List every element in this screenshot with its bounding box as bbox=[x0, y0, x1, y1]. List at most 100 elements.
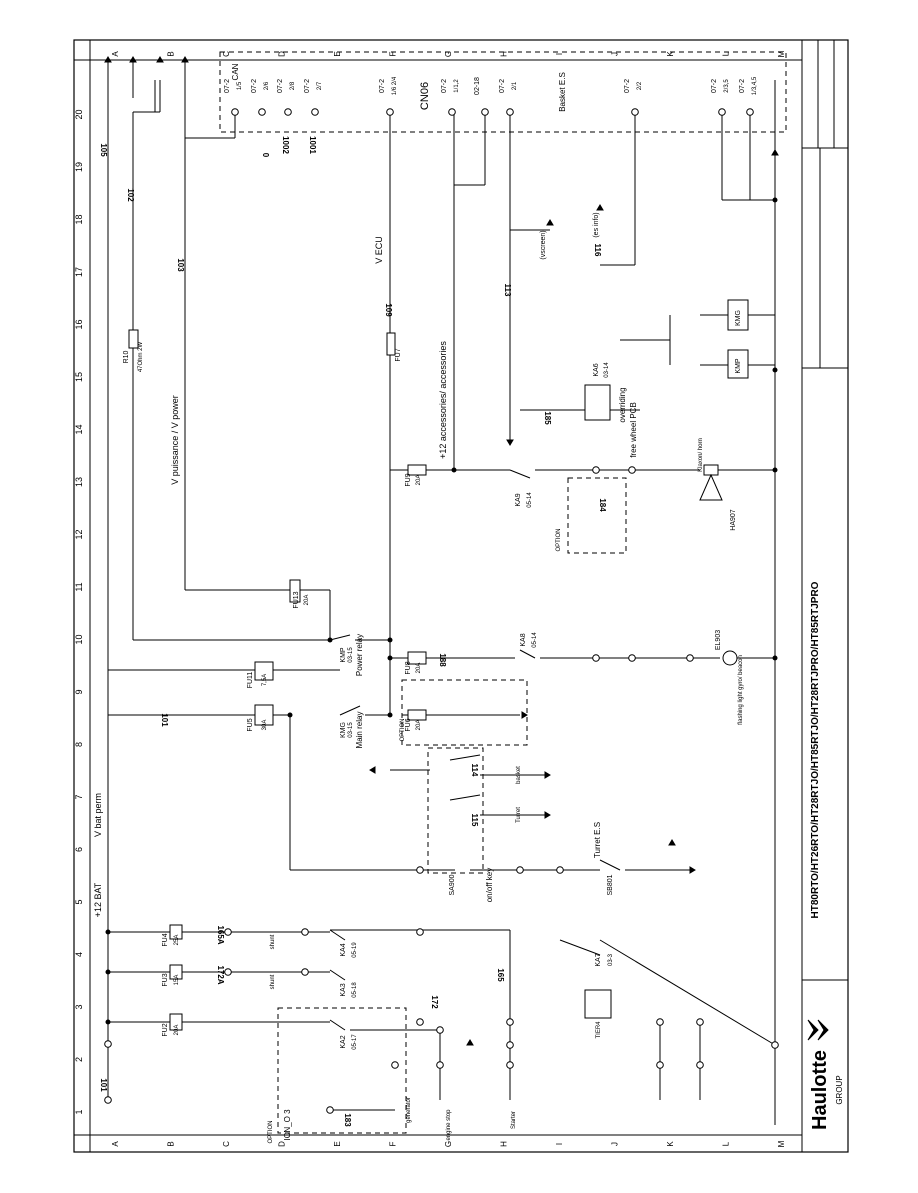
grid-row-C-top: C bbox=[222, 51, 231, 57]
ka8-label: KA8 bbox=[520, 633, 527, 646]
key-switch-box bbox=[427, 747, 484, 874]
sb801-switch bbox=[599, 859, 621, 871]
kmg-ref: 03-15 bbox=[348, 722, 354, 738]
fu4-label: FU4 bbox=[162, 933, 169, 946]
can-terminal bbox=[258, 108, 266, 116]
grid-row-H-top: H bbox=[500, 51, 509, 57]
can-terminal bbox=[506, 108, 514, 116]
can-terminal bbox=[481, 108, 489, 116]
models-title: HT80RTO/HT26RTO/HT28RTJO/HT85RTJO/HT28RT… bbox=[810, 581, 821, 918]
can-connector-ref: 07-2 bbox=[277, 79, 284, 93]
grid-col-9: 9 bbox=[74, 689, 84, 694]
engine-stop-label: engine stop bbox=[446, 1109, 452, 1141]
junction-dot bbox=[451, 467, 457, 473]
option-label-1: OPTION bbox=[556, 528, 562, 551]
can-bus-box bbox=[219, 51, 787, 133]
cn06-label: CN06 bbox=[419, 82, 431, 110]
vpuissance-label: V puissance / V power bbox=[170, 395, 180, 485]
terminal-j1-7 bbox=[656, 1018, 664, 1026]
grid-col-5: 5 bbox=[74, 899, 84, 904]
junction-dot bbox=[772, 655, 778, 661]
sa900-desc: on/off key bbox=[485, 868, 494, 903]
ha907-desc: Klaxon/ horn bbox=[698, 438, 704, 472]
ka8-switch bbox=[519, 649, 536, 659]
fuse-fu9 bbox=[407, 464, 427, 476]
fu13-rating: 20A bbox=[304, 595, 310, 606]
arrow-04-1d bbox=[596, 204, 604, 211]
grid-row-B-top: B bbox=[167, 51, 176, 56]
terminal-cn01-17 bbox=[506, 1061, 514, 1069]
can-connector-ref: 07-2 bbox=[441, 79, 448, 93]
es-info-label: (es info) bbox=[593, 212, 600, 237]
fu8-rating: 20A bbox=[416, 663, 422, 674]
basket-label: basket bbox=[516, 766, 522, 784]
grid-row-J-top: J bbox=[611, 52, 620, 56]
junction-dot bbox=[387, 712, 393, 718]
fu11-label: FU11 bbox=[247, 672, 254, 689]
can-terminal bbox=[386, 108, 394, 116]
wire-number: 172 bbox=[430, 995, 439, 1009]
overriding-label: overriding bbox=[618, 387, 627, 422]
kmg-desc: Main relay bbox=[355, 712, 364, 749]
wire-number: 172A bbox=[216, 965, 225, 984]
kmg-coil-label: KMG bbox=[735, 310, 742, 326]
fuse-fu7 bbox=[386, 332, 396, 356]
grid-row-G-top: G bbox=[444, 51, 453, 57]
wire-dashed-ghost bbox=[599, 939, 776, 1046]
terminal-pcb-e4 bbox=[436, 1026, 444, 1034]
wire-number: 0 bbox=[261, 153, 270, 158]
can-terminal bbox=[448, 108, 456, 116]
fu6-label: FU6 bbox=[405, 718, 412, 731]
terminal-cn01-16 bbox=[436, 1061, 444, 1069]
grid-col-6: 6 bbox=[74, 847, 84, 852]
wire-number: 114 bbox=[470, 764, 479, 777]
ka7-ref: 03-3 bbox=[608, 953, 614, 966]
can-connector-ref: 07-2 bbox=[624, 79, 631, 93]
terminal-pcb-j3-6 bbox=[516, 866, 524, 874]
fuse-fu6 bbox=[407, 709, 427, 721]
can-connector-ref: 07-2 bbox=[224, 79, 231, 93]
ka2-ref: 05-17 bbox=[352, 1034, 358, 1050]
grid-col-10: 10 bbox=[74, 634, 84, 644]
tier4-label: TIER4 bbox=[596, 1021, 602, 1039]
fu9-rating: 20A bbox=[416, 475, 422, 486]
grid-col-14: 14 bbox=[74, 424, 84, 434]
fuse-fu5 bbox=[254, 704, 274, 726]
free-wheel-label: free wheel PCB bbox=[629, 402, 638, 458]
can-connector-pin: 1/3,4,5 bbox=[752, 76, 758, 95]
wire-number: 188 bbox=[438, 653, 447, 667]
arrow-04-2 bbox=[771, 149, 779, 156]
grid-row-K: K bbox=[666, 1141, 675, 1147]
grid-row-A-top: A bbox=[111, 51, 120, 57]
ka6-ref: 03-14 bbox=[604, 362, 610, 378]
arrow-04-1 bbox=[104, 56, 112, 63]
terminal-pcbj5 bbox=[104, 1040, 112, 1048]
ka3-ref: 05-18 bbox=[352, 982, 358, 998]
relay-ka6 bbox=[584, 384, 611, 421]
grid-row-I: I bbox=[555, 1143, 564, 1145]
can-terminal bbox=[231, 108, 239, 116]
terminal-pcb-j3-9 bbox=[416, 866, 424, 874]
option-box-generator bbox=[277, 1007, 407, 1134]
beacon-el903 bbox=[722, 650, 738, 666]
kmp-desc: Power relay bbox=[355, 634, 364, 676]
grid-row-E: E bbox=[333, 1141, 342, 1146]
wire-number: 101 bbox=[160, 713, 169, 727]
can-label: CAN bbox=[231, 63, 240, 80]
can-connector-pin: 1/6 2/4 bbox=[392, 76, 398, 95]
starter-label: Starter bbox=[511, 1111, 517, 1129]
arrow-up bbox=[668, 839, 676, 846]
sheet-frame bbox=[73, 39, 849, 1153]
sb801-label: SB801 bbox=[607, 874, 614, 895]
kmp-ref: 03-15 bbox=[348, 647, 354, 663]
grid-col-13: 13 bbox=[74, 477, 84, 487]
r10-rating: 47Ohm 2W bbox=[138, 341, 144, 372]
arrow-03-18 bbox=[369, 766, 376, 774]
terminal-cn01-15 bbox=[391, 1061, 399, 1069]
terminal-pcb-j2-14 bbox=[592, 654, 600, 662]
wire-number: 105 bbox=[99, 143, 108, 157]
arrow-04-10 bbox=[466, 1039, 474, 1046]
grid-col-8: 8 bbox=[74, 742, 84, 747]
can-connector-pin: 2/3,5 bbox=[724, 79, 730, 93]
